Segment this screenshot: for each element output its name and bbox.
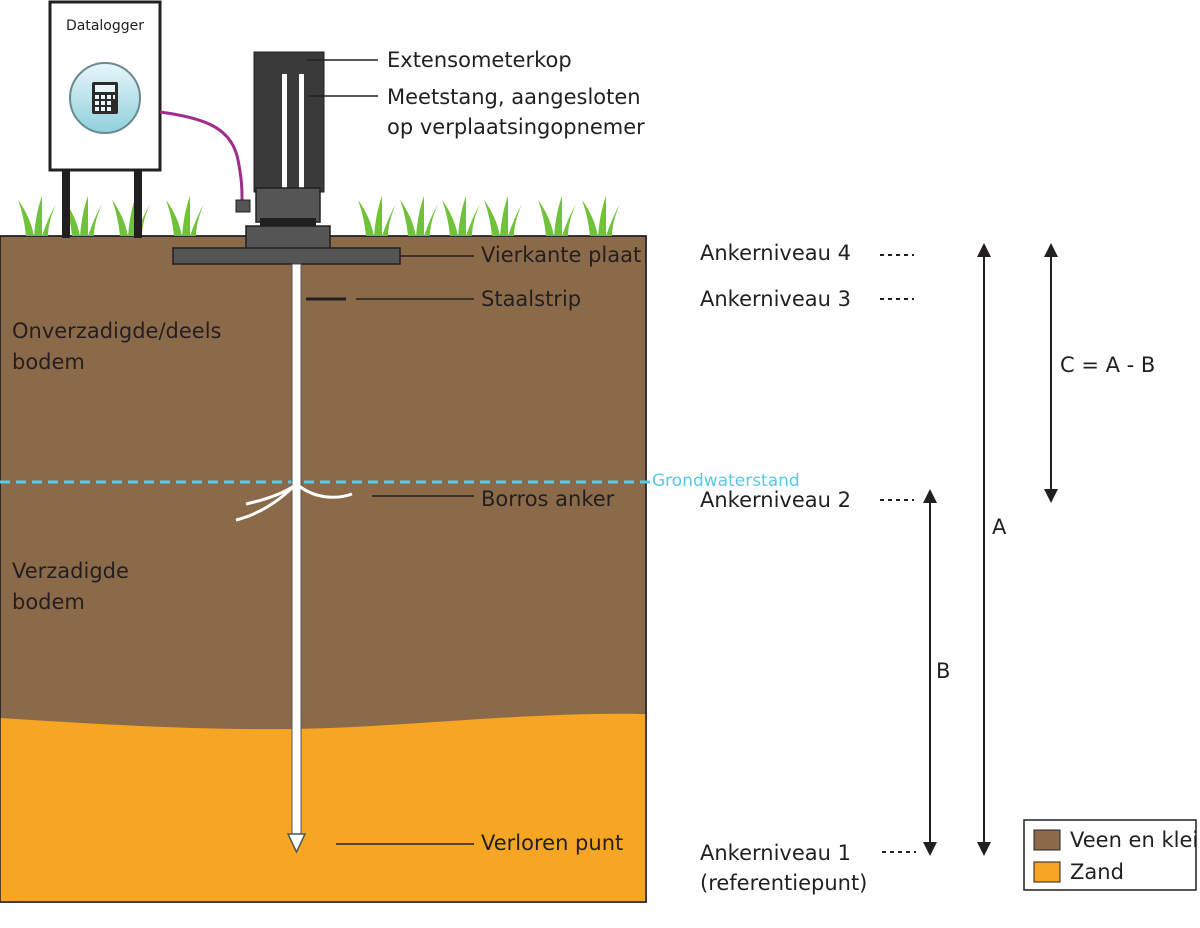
datalogger-label: Datalogger (66, 18, 144, 34)
cable-connector (235, 199, 251, 213)
plate-label: Vierkante plaat (481, 243, 641, 267)
rod-label-line1: Meetstang, aangesloten (387, 85, 641, 109)
square-plate (172, 247, 401, 265)
extensometer-head (245, 51, 331, 251)
anchor-label: Borros anker (481, 487, 615, 511)
legend: Veen en klei Zand (1023, 819, 1198, 891)
measuring-rod (286, 263, 307, 854)
datalogger-cable (159, 110, 244, 201)
legend-swatch-sand (1033, 861, 1061, 883)
anchor-level-4: Ankerniveau 4 (700, 241, 851, 265)
point-label: Verloren punt (481, 831, 623, 855)
legend-label-peat-clay: Veen en klei (1070, 828, 1198, 852)
calculator-icon (92, 82, 118, 114)
datalogger: Datalogger (48, 0, 162, 238)
legend-swatch-peat-clay (1033, 829, 1061, 851)
unsaturated-soil-label-line1: Onverzadigde/deels (12, 319, 221, 343)
dimension-b-label: B (936, 659, 950, 683)
anchor-level-3: Ankerniveau 3 (700, 287, 851, 311)
anchor-level-1-line1: Ankerniveau 1 (700, 841, 851, 865)
borros-anchor (235, 484, 353, 522)
anchor-level-2: Ankerniveau 2 (700, 488, 851, 512)
saturated-soil-label-line1: Verzadigde (12, 559, 129, 583)
sand-layer (0, 713, 646, 902)
anchor-level-1-line2: (referentiepunt) (700, 871, 867, 895)
groundwater-label: Grondwaterstand (652, 471, 800, 491)
dimension-a-label: A (992, 515, 1007, 539)
dimension-c-label: C = A - B (1060, 353, 1155, 377)
legend-label-sand: Zand (1070, 860, 1124, 884)
unsaturated-soil-label-line2: bodem (12, 350, 85, 374)
head-label: Extensometerkop (387, 48, 572, 72)
saturated-soil-label-line2: bodem (12, 590, 85, 614)
strip-label: Staalstrip (481, 287, 581, 311)
rod-label-line2: op verplaatsingopnemer (387, 115, 645, 139)
